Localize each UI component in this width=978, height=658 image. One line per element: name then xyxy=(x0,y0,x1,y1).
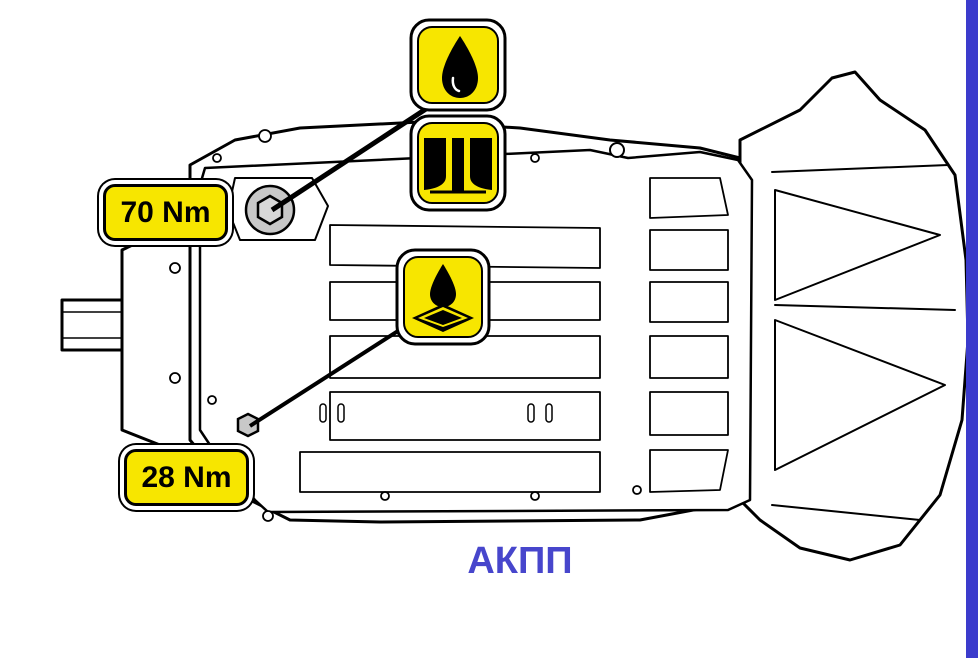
output-shaft xyxy=(60,298,124,352)
drain-plug-torque-label: 28 Nm xyxy=(124,449,249,506)
drain-plug-leader xyxy=(248,320,414,428)
fill-plug-torque-label: 70 Nm xyxy=(103,184,228,241)
plug-cross-section-icon xyxy=(409,114,507,212)
oil-drop-on-pan-icon xyxy=(395,248,491,346)
transmission-caption: АКПП xyxy=(467,540,573,582)
fill-plug-hex xyxy=(256,194,284,226)
oil-drop-icon xyxy=(409,18,507,112)
side-bar xyxy=(966,0,978,658)
bell-housing xyxy=(738,70,970,562)
fill-plug-leader xyxy=(270,102,434,213)
